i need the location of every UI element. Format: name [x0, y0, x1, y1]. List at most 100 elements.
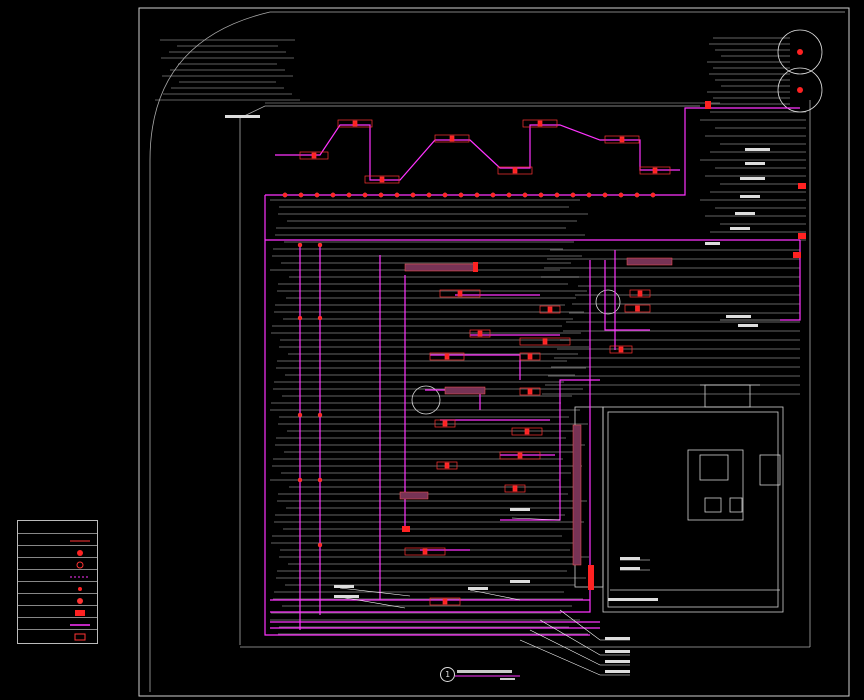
legend-symbol — [76, 561, 84, 569]
valve-box — [436, 461, 458, 470]
valve-marker — [524, 428, 530, 435]
valve-marker — [527, 353, 533, 360]
legend-row — [18, 557, 97, 573]
legend-symbol — [70, 540, 90, 542]
valve-marker — [449, 135, 455, 142]
legend-row — [18, 533, 97, 549]
sprinkler-head — [317, 542, 323, 548]
legend-row — [18, 581, 97, 597]
sprinkler-head — [538, 192, 544, 198]
valve-box — [639, 166, 671, 175]
sprinkler-head — [297, 315, 303, 321]
sprinkler-head — [426, 192, 432, 198]
valve-box — [609, 345, 633, 354]
sprinkler-head — [297, 242, 303, 248]
hatched-mains — [399, 257, 673, 566]
road-edge — [239, 105, 700, 645]
sprinkler-head — [586, 192, 592, 198]
valve-box — [629, 289, 651, 298]
valve-marker — [537, 120, 543, 127]
valve-box — [511, 427, 543, 436]
legend-row — [18, 569, 97, 585]
sprinkler-head — [602, 192, 608, 198]
valve-marker — [442, 420, 448, 427]
sprinkler-head — [317, 412, 323, 418]
valve-box — [497, 166, 533, 175]
sprinkler-head — [317, 315, 323, 321]
valve-box — [604, 135, 640, 144]
valve-box — [519, 337, 571, 346]
sprinkler-head — [458, 192, 464, 198]
legend-symbol — [77, 598, 83, 604]
valve-box — [519, 352, 541, 361]
valve-marker — [547, 306, 553, 313]
valve-marker — [527, 388, 533, 395]
valve-box — [439, 289, 481, 298]
valve-box — [299, 151, 329, 160]
callout-marks — [225, 115, 770, 673]
view-title-underline — [455, 670, 520, 680]
sprinkler-head — [506, 192, 512, 198]
sprinkler-head — [442, 192, 448, 198]
valve-marker — [517, 452, 523, 459]
valve-box — [429, 352, 465, 361]
terrace-lines — [270, 199, 800, 635]
legend-row — [18, 605, 97, 621]
sprinkler-head — [297, 412, 303, 418]
valve-marker — [444, 462, 450, 469]
legend-circle — [76, 561, 84, 569]
valve-marker — [457, 290, 463, 297]
sprinkler-head — [378, 192, 384, 198]
legend-row — [18, 545, 97, 561]
valve-marker — [422, 548, 428, 555]
valve-box — [624, 304, 651, 313]
valve-marker — [619, 136, 625, 143]
sprinkler-head — [618, 192, 624, 198]
valve-box — [337, 119, 373, 128]
right-markers — [402, 101, 806, 590]
valve-marker — [311, 152, 317, 159]
legend-row — [18, 629, 97, 645]
legend-box — [75, 610, 85, 616]
legend-symbol — [78, 587, 82, 591]
sprinkler-head — [410, 192, 416, 198]
legend-symbol — [77, 550, 83, 556]
legend-circle — [77, 598, 83, 604]
site-boundary — [149, 11, 845, 692]
building-footprint — [574, 384, 784, 613]
valve-box — [519, 387, 541, 396]
sprinkler-head — [554, 192, 560, 198]
valve-marker — [444, 353, 450, 360]
sprinkler-heads — [282, 192, 656, 548]
legend-row — [18, 617, 97, 633]
valve-marker — [635, 305, 640, 312]
tree-cluster — [411, 29, 823, 415]
valve-marker — [442, 598, 448, 605]
legend-circle — [78, 587, 82, 591]
sprinkler-head — [474, 192, 480, 198]
sprinkler-head — [317, 477, 323, 483]
upper-left-paving — [155, 39, 300, 101]
sprinkler-head — [394, 192, 400, 198]
right-paving — [700, 37, 806, 241]
sprinkler-head — [570, 192, 576, 198]
legend-table — [17, 520, 98, 644]
valve-box — [434, 419, 456, 428]
valve-box — [539, 305, 561, 314]
pipe-network — [264, 107, 801, 636]
valve-box — [522, 119, 558, 128]
legend-symbol — [70, 576, 90, 578]
legend-symbol — [70, 624, 90, 626]
valve-marker — [477, 330, 483, 337]
valve-marker — [652, 167, 658, 174]
sprinkler-head — [490, 192, 496, 198]
valve-marker — [352, 120, 358, 127]
sprinkler-head — [330, 192, 336, 198]
valve-box — [434, 134, 470, 143]
legend-box — [74, 633, 86, 641]
valve-box — [499, 451, 541, 460]
valve-marker — [618, 346, 624, 353]
legend-row — [18, 593, 97, 609]
valve-marker — [542, 338, 548, 345]
